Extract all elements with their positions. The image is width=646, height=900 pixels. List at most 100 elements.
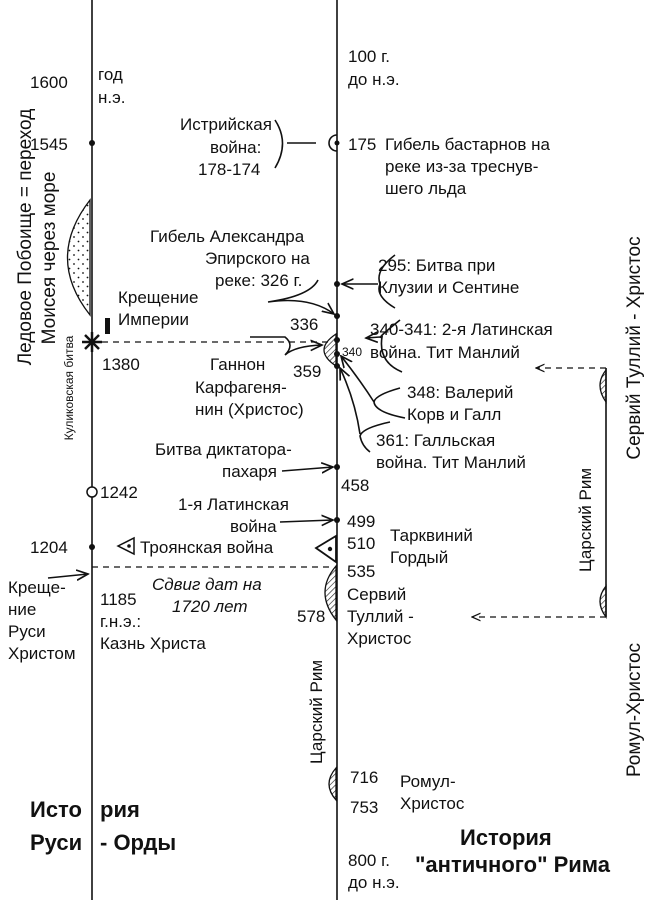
brace — [274, 119, 316, 169]
year-458: 458 — [341, 476, 369, 495]
brace-arrow — [342, 254, 396, 309]
event-dot — [334, 281, 340, 287]
gallic-war-label: война. Тит Манлий — [376, 453, 526, 472]
hatched-period-mark — [324, 564, 337, 622]
gallic-war-label: 361: Галльская — [376, 431, 495, 450]
circle-dot-marker — [328, 134, 340, 152]
alexander-label: реке: 326 г. — [215, 271, 302, 290]
brace-arrow — [366, 319, 403, 373]
trojan-war-label: Троянская война — [140, 538, 274, 557]
year-1204: 1204 — [30, 538, 68, 557]
arrow — [47, 574, 88, 578]
year-1185: 1185 — [100, 590, 137, 609]
valerius-label: 348: Валерий — [407, 383, 513, 402]
arrow — [281, 467, 333, 471]
year-100bc: до н.э. — [348, 70, 400, 89]
arrow — [250, 336, 322, 356]
baptism-empire-label: Империи — [118, 310, 189, 329]
baptism-rus-label: Христом — [8, 644, 76, 663]
regal-rome-label: Царский Рим — [307, 660, 326, 764]
year-800bc: до н.э. — [348, 873, 400, 892]
latin-war-1-label: война — [230, 517, 277, 536]
bastarnae-label: шего льда — [385, 179, 467, 198]
baptism-empire-label: Крещение — [118, 288, 198, 307]
servius-label: Сервий — [347, 585, 406, 604]
baptism-rus-label: Креще- — [8, 578, 66, 597]
rus-title: Исто — [30, 797, 82, 822]
era-label: н.э. — [98, 88, 126, 107]
year-716: 716 — [350, 768, 378, 787]
year-1242: 1242 — [100, 483, 138, 502]
star-icon — [82, 332, 102, 352]
dictator-label: Битва диктатора- — [155, 440, 292, 459]
year-1545: 1545 — [30, 135, 68, 154]
bracket-servius-label: Сервий Туллий - Христос — [624, 236, 645, 459]
triangle-icon — [314, 534, 337, 564]
tarquin-label: Тарквиний — [390, 526, 473, 545]
romulus-label: Христос — [400, 794, 465, 813]
tarquin-label: Гордый — [390, 548, 448, 567]
brace-arrow — [341, 356, 406, 419]
bracket-romulus-label: Ромул-Христос — [624, 643, 645, 777]
hatched-period-mark — [328, 766, 337, 802]
bastarnae-label: Гибель бастарнов на — [385, 135, 550, 154]
arrow — [279, 520, 333, 522]
year-753: 753 — [350, 798, 378, 817]
servius-label: Туллий - — [347, 607, 414, 626]
year-535: 535 — [347, 562, 375, 581]
rome-title: "античного" Рима — [415, 852, 611, 877]
shift-label: Сдвиг дат на — [152, 575, 262, 594]
year-1185: г.н.э.: — [100, 612, 141, 631]
event-dot — [334, 517, 340, 523]
hatched-period-mark — [599, 584, 607, 619]
ice-battle-label: Ледовое Побоище = переход — [15, 109, 36, 366]
brace-arrow — [340, 368, 391, 453]
istrian-war-label: Истрийская — [180, 115, 272, 134]
era-label: год — [98, 65, 123, 84]
year-510: 510 — [347, 534, 375, 553]
triangle-icon — [116, 536, 135, 556]
shift-label: 1720 лет — [172, 597, 248, 616]
hanno-label: Ганнон — [210, 355, 265, 374]
rome-title: История — [460, 825, 552, 850]
event-dot — [89, 140, 95, 146]
baptism-rus-label: ние — [8, 600, 36, 619]
year-1380: 1380 — [102, 355, 140, 374]
event-dot — [334, 363, 340, 369]
year-1600: 1600 — [30, 73, 68, 92]
year-340: 340 — [342, 345, 362, 359]
alexander-label: Эпирского на — [205, 249, 310, 268]
dotted-period-mark — [66, 198, 91, 317]
battle-295-label: 295: Битва при — [378, 256, 495, 275]
valerius-label: Корв и Галл — [407, 405, 501, 424]
latin-war-2-label: война. Тит Манлий — [370, 343, 520, 362]
battle-295-label: Клузии и Сентине — [378, 278, 519, 297]
event-dot — [334, 337, 340, 343]
arrow — [267, 279, 334, 314]
alexander-label: Гибель Александра — [150, 227, 305, 246]
event-dot — [334, 464, 340, 470]
year-175: 175 — [348, 135, 376, 154]
servius-label: Христос — [347, 629, 412, 648]
event-dot — [89, 544, 95, 550]
romulus-label: Ромул- — [400, 772, 456, 791]
year-499: 499 — [347, 512, 375, 531]
bastarnae-label: реке из-за треснув- — [385, 157, 538, 176]
bar-marker — [105, 318, 110, 334]
hanno-label: Карфагеня- — [195, 378, 287, 397]
year-800bc: 800 г. — [348, 851, 390, 870]
year-1185: Казнь Христа — [100, 634, 206, 653]
baptism-rus-label: Руси — [8, 622, 46, 641]
hatched-period-mark — [323, 332, 337, 368]
rus-title: - Орды — [100, 830, 176, 855]
year-359: 359 — [293, 362, 321, 381]
istrian-war-label: война: — [210, 138, 261, 157]
year-100bc: 100 г. — [348, 47, 390, 66]
hanno-label: нин (Христос) — [195, 400, 304, 419]
latin-war-1-label: 1-я Латинская — [178, 495, 289, 514]
rus-title: Руси — [30, 830, 82, 855]
rus-title: рия — [100, 797, 140, 822]
event-dot — [334, 313, 340, 319]
moses-label: Моисея через море — [39, 172, 60, 345]
